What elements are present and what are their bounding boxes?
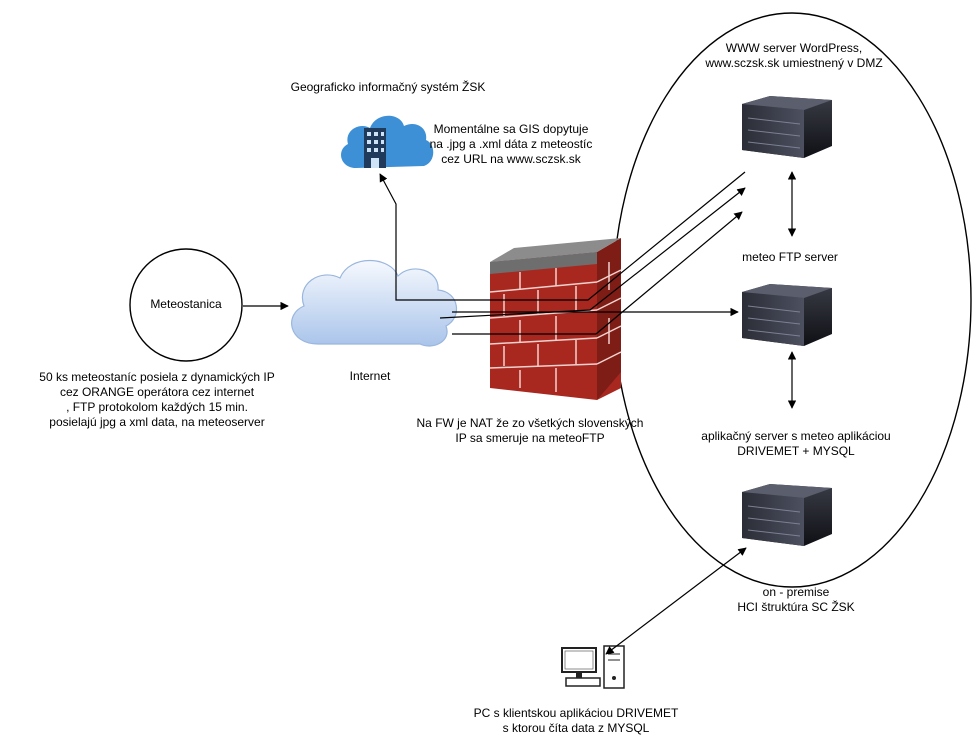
internet-label: Internet: [349, 369, 391, 383]
arrow-app-pc: [605, 547, 747, 655]
app-server-label: aplikačný server s meteo aplikáciou DRIV…: [701, 429, 891, 458]
meteostanica-label: Meteostanica: [150, 297, 222, 311]
rack-server-icon: [742, 96, 832, 158]
arrow-internet-to-www: [439, 187, 746, 319]
rack-server-icon: [742, 484, 832, 546]
desktop-pc-icon: [561, 645, 625, 689]
arrow-www-to-gis: [379, 171, 746, 301]
meteostanica-description: 50 ks meteostaníc posiela z dynamických …: [39, 370, 275, 429]
arrow-www-to-internet: [452, 211, 743, 335]
gis-title: Geograficko informačný systém ŽSK: [290, 80, 486, 94]
meteostanica-node: [129, 248, 243, 362]
gis-description: Momentálne sa GIS dopytuje na .jpg a .xm…: [429, 122, 593, 166]
onpremise-label: on - premise HCI štruktúra SC ŽSK: [737, 585, 855, 614]
www-server-label: WWW server WordPress, www.sczsk.sk umies…: [705, 41, 883, 70]
brick-firewall-icon: [489, 238, 622, 400]
firewall-description: Na FW je NAT že zo všetkých slovenských …: [416, 416, 644, 445]
pc-description: PC s klientskou aplikáciou DRIVEMET s kt…: [473, 706, 679, 735]
rack-server-icon: [742, 284, 832, 346]
cloud-building-icon: [341, 115, 434, 168]
internet-cloud-icon: [291, 259, 458, 347]
meteo-ftp-label: meteo FTP server: [742, 250, 838, 264]
